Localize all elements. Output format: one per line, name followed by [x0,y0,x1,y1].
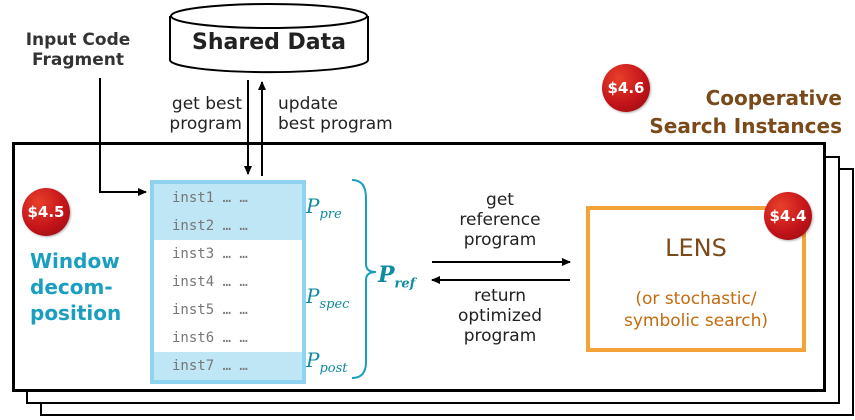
cooperative-label: Cooperative Search Instances [616,84,842,140]
section-badge-4-6: $4.6 [602,64,650,112]
get-best-label: get best program [152,94,242,134]
p-pre-symbol: P [306,194,320,218]
instruction-row: inst4 … … [172,274,248,290]
update-best-label: update best program [278,94,428,134]
input-code-label: Input Code Fragment [8,30,148,70]
window-line-3: position [30,301,122,325]
get-best-line-2: program [169,114,242,134]
p-spec-symbol: P [306,284,320,308]
lens-line-2: symbolic search) [624,311,768,331]
input-arrow [99,78,147,196]
return-line-3: program [463,326,537,346]
get-ref-line-2: reference [459,210,541,230]
shared-data-label: Shared Data [192,30,346,55]
update-best-line-2: best program [278,114,393,134]
p-ref-subscript: ref [394,276,416,292]
p-ref-label: Pref [378,262,415,291]
instruction-row: inst1 … … [154,184,302,212]
input-line-2: Fragment [31,50,125,70]
return-optimized-label: return optimized program [432,286,568,346]
p-pre-subscript: pre [319,207,342,222]
p-ref-brace [351,179,377,379]
get-ref-line-3: program [463,230,537,250]
lens-title: LENS [665,234,727,262]
window-decomposition-label: Window decom- position [30,248,140,326]
instruction-row: inst7 … … [154,352,302,380]
p-post-subscript: post [319,361,348,376]
instruction-row: inst6 … … [172,330,248,346]
instruction-row: inst5 … … [172,302,248,318]
cooperative-line-1: Cooperative [705,86,842,110]
lens-line-1: (or stochastic/ [635,289,757,309]
get-reference-label: get reference program [432,190,568,250]
shared-data-cylinder [169,3,369,74]
instruction-row: inst2 … … [154,212,302,240]
window-line-2: decom- [30,275,113,299]
cooperative-line-2: Search Instances [649,114,842,138]
return-line-2: optimized [457,306,543,326]
p-post-label: Ppost [306,348,348,376]
instruction-row: inst3 … … [172,246,248,262]
lens-subtitle: (or stochastic/ symbolic search) [590,288,802,332]
input-line-1: Input Code [25,30,131,50]
return-line-1: return [474,286,526,306]
p-spec-label: Pspec [306,284,349,312]
p-spec-subscript: spec [319,297,350,312]
window-line-1: Window [30,249,120,273]
section-badge-4-4: $4.4 [764,192,812,240]
get-ref-line-1: get [486,190,514,210]
update-best-line-1: update [278,94,338,114]
p-post-symbol: P [306,348,320,372]
p-ref-symbol: P [378,262,395,288]
get-best-line-1: get best [171,94,242,114]
section-badge-4-5: $4.5 [22,188,70,236]
p-pre-label: Ppre [306,194,342,222]
instruction-window: inst1 … … inst2 … … inst3 … … inst4 … … … [150,180,306,384]
